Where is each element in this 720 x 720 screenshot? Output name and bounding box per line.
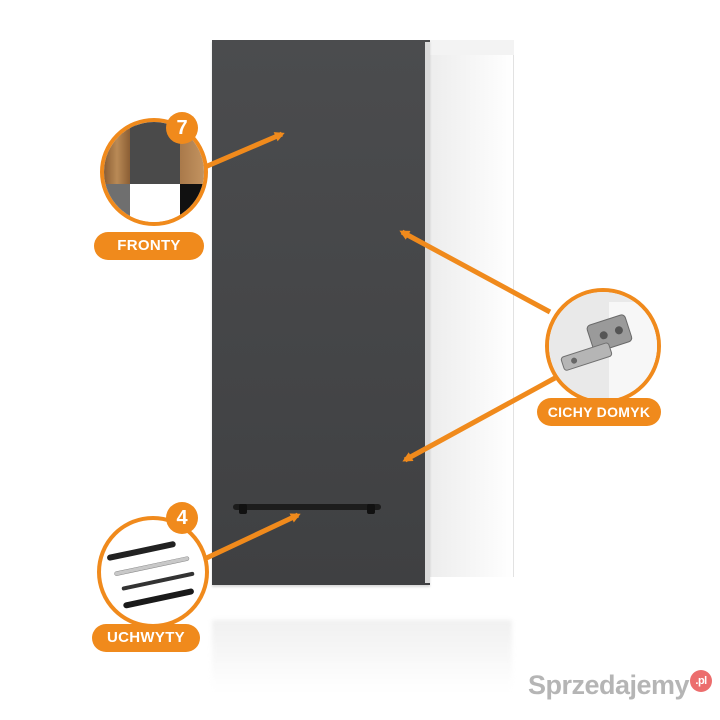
soft-close-hinge-circle <box>545 288 661 404</box>
floor-reflection <box>212 620 512 690</box>
watermark-suffix: .pl <box>690 670 713 692</box>
handle-bar <box>233 504 381 510</box>
handle-variants-icon <box>107 541 195 609</box>
uchwyty-label: UCHWYTY <box>92 624 200 652</box>
handle-variants-circle <box>97 516 209 628</box>
swatch-oak <box>104 122 130 184</box>
fronty-label: FRONTY <box>94 232 204 260</box>
arrow-hinge-bottom <box>402 375 557 463</box>
soft-close-hinge-icon <box>549 292 657 400</box>
arrow-fronty <box>197 131 285 173</box>
watermark-text: Sprzedajemy <box>528 670 690 700</box>
arrow-hinge-top <box>399 229 552 315</box>
door-handle <box>233 500 381 514</box>
handle-mount-left <box>239 504 247 514</box>
handle-count-badge: 4 <box>166 502 198 534</box>
cabinet-side-panel <box>425 55 514 577</box>
arrow-handles <box>196 512 301 565</box>
swatch-black <box>180 184 204 222</box>
front-colors-circle <box>100 118 208 226</box>
handle-mount-right <box>367 504 375 514</box>
swatch-white <box>130 184 180 222</box>
swatch-grey <box>104 184 130 222</box>
cabinet-door-edge <box>425 42 430 583</box>
watermark: Sprzedajemy.pl <box>528 670 713 701</box>
cabinet-door <box>212 40 430 585</box>
cichy-domyk-label: CICHY DOMYK <box>537 398 661 426</box>
front-count-badge: 7 <box>166 112 198 144</box>
